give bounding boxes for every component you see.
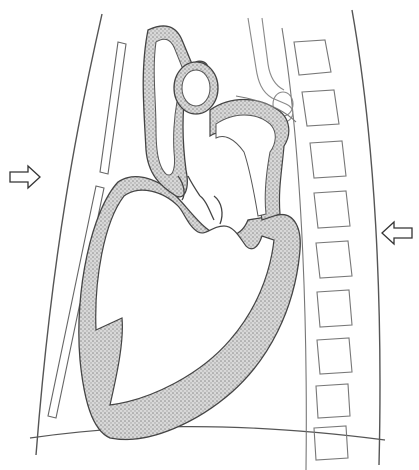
vertebra xyxy=(314,426,348,460)
diaphragm-line xyxy=(30,427,385,440)
left-arrow xyxy=(10,166,40,188)
posterior-chest-wall-line xyxy=(352,10,380,465)
vertebra xyxy=(302,90,339,126)
mitral-leaflet xyxy=(214,196,222,224)
vertebra xyxy=(314,191,350,228)
aortic-arch-lumen xyxy=(182,70,210,106)
sternum-upper-band xyxy=(100,42,126,174)
vertebra xyxy=(316,241,352,278)
left-pointing-arrow-icon xyxy=(382,222,412,244)
vertebra xyxy=(317,290,352,327)
vertebra xyxy=(316,384,350,418)
aortic-valve-leaflet xyxy=(188,176,200,196)
right-pointing-arrow-icon xyxy=(10,166,40,188)
vertebra xyxy=(294,40,331,75)
trachea-inner-line xyxy=(262,18,284,90)
vertebra xyxy=(317,338,352,374)
vertebra xyxy=(310,141,346,178)
right-arrow xyxy=(382,222,412,244)
mitral-leaflet xyxy=(200,196,214,220)
